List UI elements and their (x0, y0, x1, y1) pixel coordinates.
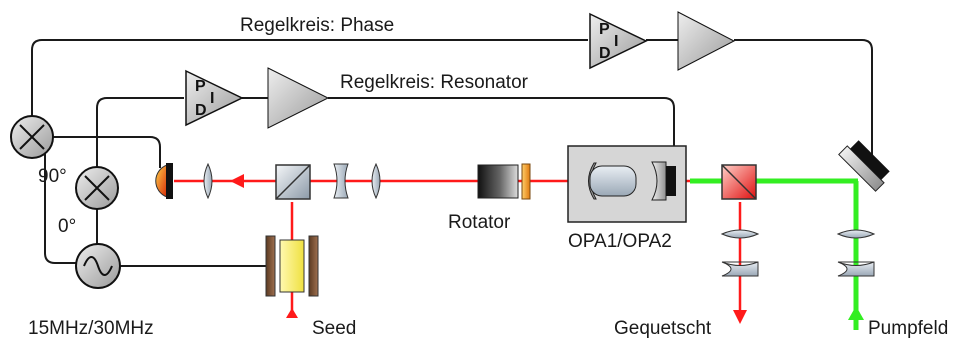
mixer-resonator (75, 166, 119, 210)
pid-controller-resonator: P I D (185, 69, 244, 127)
eom-modulator (265, 235, 319, 297)
lens-pump-2 (837, 261, 875, 277)
pid-i-letter: I (210, 90, 214, 107)
pid-i-letter: I (614, 33, 618, 50)
pid-p-letter: P (599, 21, 610, 38)
sine-wave-icon (83, 256, 113, 276)
local-oscillator (75, 243, 121, 289)
resonator-loop-wire (96, 97, 184, 168)
frequency-label: 15MHz/30MHz (28, 318, 154, 339)
squeezed-output-arrow (733, 310, 747, 324)
seed-direction-arrow (230, 174, 244, 188)
pid-controller-phase: P I D (589, 12, 648, 70)
pump-input-arrow (848, 306, 864, 320)
resonator-loop-label: Regelkreis: Resonator (340, 72, 529, 93)
phase-loop-wire (31, 39, 588, 118)
amplifier-phase (677, 11, 736, 71)
control-wires (31, 39, 873, 267)
seed-input-arrow (286, 308, 298, 318)
pump-label: Pumpfeld (868, 318, 948, 339)
phase-90deg-label: 90° (38, 166, 67, 187)
faraday-rotator (477, 163, 531, 200)
mixer-phase (10, 115, 54, 159)
piezo-mirror (838, 140, 890, 192)
resonator-amp-to-opa-wire (328, 97, 675, 168)
lens-pump-1 (836, 229, 876, 239)
opa-cavity (567, 145, 687, 223)
phase-amp-to-mirror-wire (734, 39, 873, 166)
beam-splitter-seed (275, 164, 311, 200)
lens-squeezed-1 (720, 229, 760, 239)
pid-p-letter: P (195, 78, 206, 95)
multiply-icon (84, 175, 110, 201)
osc-90deg-wire (44, 138, 76, 264)
pid-d-letter: D (195, 102, 207, 119)
multiply-icon (19, 124, 45, 150)
pid-d-letter: D (599, 45, 611, 62)
lens-concave (333, 163, 349, 199)
rotator-label: Rotator (448, 212, 511, 233)
phase-loop-label: Regelkreis: Phase (240, 15, 394, 36)
lens-convex (371, 162, 381, 200)
beam-splitter-output (721, 164, 757, 200)
seed-label: Seed (312, 318, 356, 339)
lens-squeezed-2 (721, 261, 759, 277)
photodiode (155, 163, 173, 199)
lens-pd (203, 162, 213, 200)
opa-label: OPA1/OPA2 (568, 231, 672, 252)
pd-to-mixer-wire (53, 136, 161, 168)
amplifier-resonator (267, 67, 330, 129)
phase-0deg-label: 0° (58, 216, 76, 237)
squeezed-label: Gequetscht (614, 318, 712, 339)
